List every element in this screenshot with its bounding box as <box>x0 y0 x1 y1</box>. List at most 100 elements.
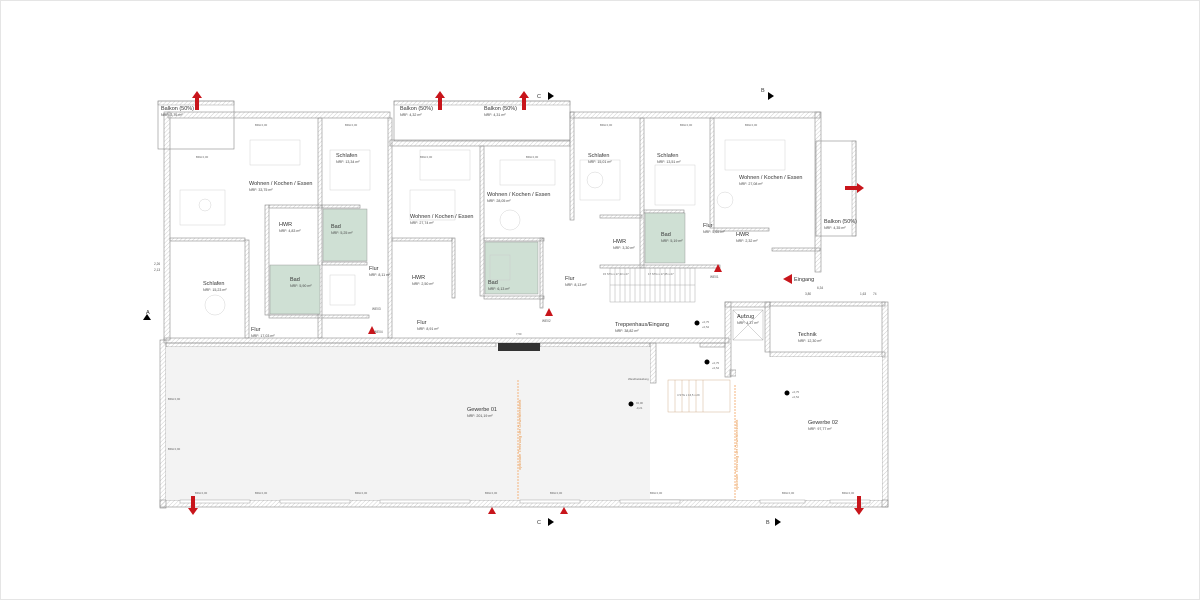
gewerbe-2-name: Gewerbe 02 <box>808 420 838 426</box>
wohnen-2-area: NRF: 27,74 m² <box>410 221 434 225</box>
brh-label-12: BRH 0,00 <box>485 491 498 495</box>
furniture <box>179 139 786 316</box>
section-b-bottom-label: B <box>766 520 770 526</box>
level-3-label: +0,75 <box>712 361 720 365</box>
level-marker-icon <box>694 320 700 326</box>
bad-1-name: Bad <box>290 277 300 283</box>
we01-label: WE01 <box>710 275 719 279</box>
level-4-label: +0,75 <box>792 390 800 394</box>
red-block-arrow-icon <box>192 91 202 110</box>
bad-2-area: NRF: 5,25 m² <box>331 231 353 235</box>
hwr-4-area: NRF: 2,32 m² <box>736 239 758 243</box>
stairs-label-1: 15 STG x 17,33 x 27 <box>603 272 629 276</box>
red-block-arrow-icon <box>188 496 198 515</box>
stairs-label-3: 4 STG x 16,5 x 29 <box>677 393 700 397</box>
bad-1-area: NRF: 5,90 m² <box>290 284 312 288</box>
balkon-2-name: Balkon (50%) <box>400 106 433 112</box>
hwr-1-area: NRF: 4,83 m² <box>279 229 301 233</box>
we03-label: WE03 <box>372 307 381 311</box>
entrance-triangle-icon <box>714 264 722 272</box>
trennung-label-1: optionale Trennung der Gewerbeeinheit <box>517 399 522 470</box>
technik-name: Technik <box>798 332 817 338</box>
wohnen-4-area: NRF: 27,08 m² <box>739 182 763 186</box>
brh-label-11: BRH 0,00 <box>355 491 368 495</box>
brh-label-13: BRH 0,00 <box>550 491 563 495</box>
gewerbe-2-area: NRF: 97,77 m² <box>808 427 832 431</box>
staircase <box>609 267 696 303</box>
red-arrows <box>188 91 864 515</box>
hwr-1-name: HWR <box>279 222 292 228</box>
brh-label-10: BRH 0,00 <box>255 491 268 495</box>
wohnen-1-name: Wohnen / Kochen / Essen <box>249 181 313 187</box>
room-labels: Balkon (50%) NRF: 3,76 m² Balkon (50%) N… <box>161 106 857 431</box>
brh-label-4: BRH 0,00 <box>420 155 433 159</box>
brh-label-7: BRH 0,00 <box>680 123 693 127</box>
brh-label-5: BRH 0,00 <box>526 155 539 159</box>
balkon-1-name: Balkon (50%) <box>161 106 194 112</box>
hwr-2-name: HWR <box>412 275 425 281</box>
flur-5-name: Flur <box>703 223 713 229</box>
entrance-triangle-icon <box>545 308 553 316</box>
wohnen-1-area: NRF: 33,75 m² <box>249 188 273 192</box>
level-3b-label: +0,54 <box>712 366 720 370</box>
level-1b-label: +0,54 <box>702 325 710 329</box>
flur-1-area: NRF: 17,03 m² <box>251 334 275 338</box>
entrance-triangle-icon <box>368 326 376 334</box>
schlafen-1-area: NRF: 13,34 m² <box>336 160 360 164</box>
section-markers <box>143 92 781 526</box>
wohnen-4-name: Wohnen / Kochen / Essen <box>739 175 803 181</box>
bottom-windows <box>179 499 871 504</box>
brh-label-16: BRH 0,00 <box>842 491 855 495</box>
section-a-label: A <box>146 310 150 316</box>
aufzug-name: Aufzug <box>737 314 754 320</box>
entrance-triangle-icon <box>488 507 496 514</box>
section-marker-icon <box>548 92 554 100</box>
dim-label-2: 3,80 <box>805 292 811 296</box>
bad-3-area: NRF: 6,13 m² <box>488 287 510 291</box>
balcony-hatch <box>157 100 857 237</box>
brh-label-9: BRH 0,00 <box>195 491 208 495</box>
gewerbe-01-floor <box>166 347 650 500</box>
red-block-arrow-icon <box>845 183 864 193</box>
flur-2-area: NRF: 8,11 m² <box>369 273 391 277</box>
dim-label-3: 1,63 <box>860 292 866 296</box>
gewerbe-walls <box>159 339 889 509</box>
flur-1-name: Flur <box>251 327 261 333</box>
bad-2-name: Bad <box>331 224 341 230</box>
balkon-3-name: Balkon (50%) <box>484 106 517 112</box>
stairs-label-2: 17 STG x 17,65 x 27 <box>648 272 674 276</box>
brh-label-14: BRH 0,00 <box>650 491 663 495</box>
dim-label-7: 7,50 <box>516 332 522 336</box>
dim-label-4: 74 <box>873 292 877 296</box>
bad-3-name: Bad <box>488 280 498 286</box>
wohnen-3-name: Wohnen / Kochen / Essen <box>487 192 551 198</box>
section-marker-icon <box>775 518 781 526</box>
level-2b-label: -0,21 <box>636 406 643 410</box>
treppenhaus-name: Treppenhaus/Eingang <box>615 322 669 328</box>
we02-label: WE02 <box>542 319 551 323</box>
flur-2-name: Flur <box>369 266 379 272</box>
eingang-label: Eingang <box>794 277 814 283</box>
balkon-4-name: Balkon (50%) <box>824 219 857 225</box>
gewerbe-1-name: Gewerbe 01 <box>467 407 497 413</box>
schlafen-4-area: NRF: 15,23 m² <box>203 288 227 292</box>
schlafen-3-area: NRF: 13,51 m² <box>657 160 681 164</box>
hwr-3-name: HWR <box>613 239 626 245</box>
balkon-1-area: NRF: 3,76 m² <box>161 113 183 117</box>
balkon-2-area: NRF: 4,32 m² <box>400 113 422 117</box>
gewerbe-02-floor <box>736 357 882 500</box>
level-marker-icon <box>628 401 634 407</box>
red-block-arrow-icon <box>854 496 864 515</box>
balkon-3-area: NRF: 4,31 m² <box>484 113 506 117</box>
bad-4-area: NRF: 5,19 m² <box>661 239 683 243</box>
level-1-label: +0,75 <box>702 320 710 324</box>
schlafen-4-name: Schlafen <box>203 281 224 287</box>
brh-label-1: BRH 0,00 <box>196 155 209 159</box>
section-marker-icon <box>548 518 554 526</box>
level-2-label: ±0,00 <box>636 401 643 405</box>
level-marker-icon <box>704 359 710 365</box>
technik-area: NRF: 12,30 m² <box>798 339 822 343</box>
level-marker-icon <box>784 390 790 396</box>
balkon-4-area: NRF: 4,35 m² <box>824 226 846 230</box>
